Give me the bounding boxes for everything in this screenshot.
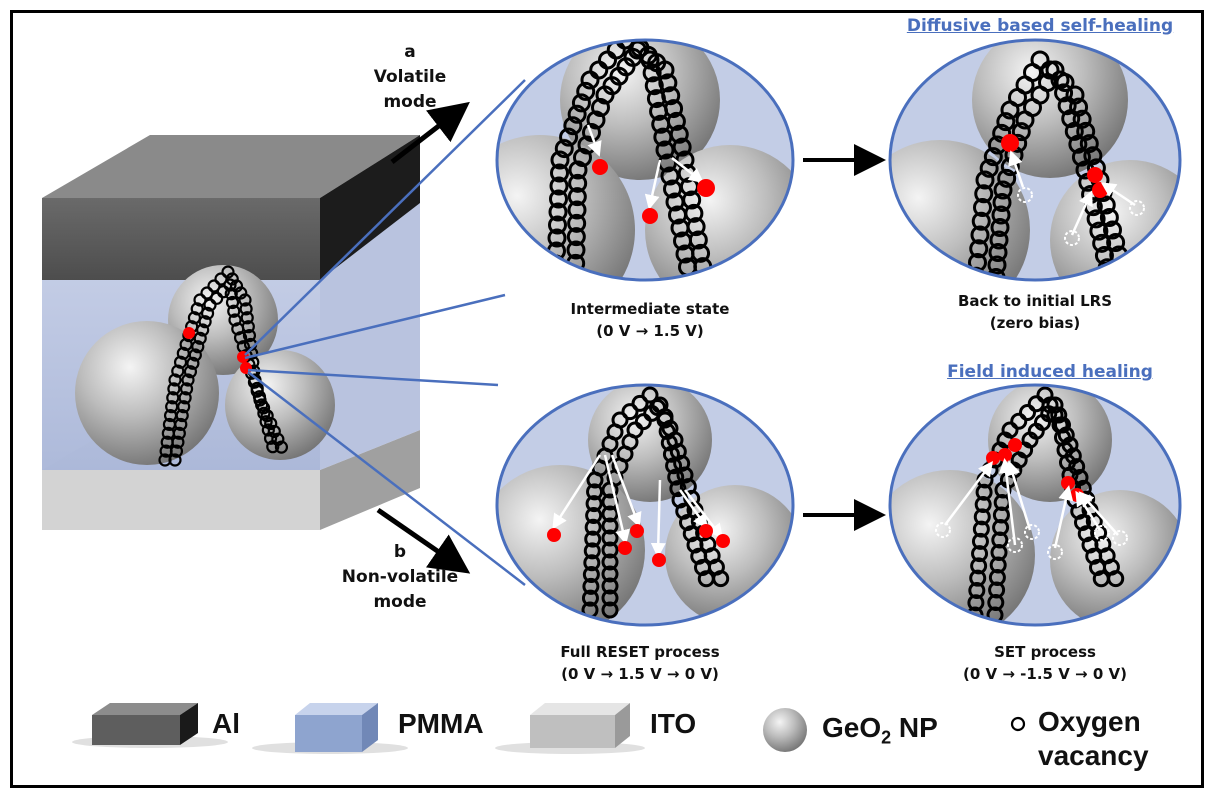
zoom-connectors xyxy=(244,79,526,586)
mode-b-line2: mode xyxy=(373,592,427,612)
mode-a-label: a Volatile mode xyxy=(370,40,450,115)
oxygen-vacancy-icon xyxy=(1010,716,1026,732)
field-healing-title: Field induced healing xyxy=(947,362,1153,382)
caption-intermediate-line1: Intermediate state xyxy=(570,300,730,318)
caption-reset: Full RESET process (0 V → 1.5 V → 0 V) xyxy=(525,641,755,685)
legend-geo2-suffix: NP xyxy=(891,712,938,743)
mode-a-letter: a xyxy=(404,42,416,62)
mode-a-line1: Volatile xyxy=(373,67,447,87)
legend-vacancy-line2: vacancy xyxy=(1038,740,1149,771)
arrow-right-icon xyxy=(390,101,470,164)
mode-b-label: b Non-volatile mode xyxy=(335,540,465,615)
caption-reset-line2: (0 V → 1.5 V → 0 V) xyxy=(561,665,719,683)
nanoparticle-icon xyxy=(763,708,807,752)
legend-swatches xyxy=(72,703,1026,754)
caption-reset-line1: Full RESET process xyxy=(560,643,720,661)
mode-b-line1: Non-volatile xyxy=(341,567,459,587)
device-stack xyxy=(42,135,420,530)
legend-geo2-prefix: GeO xyxy=(822,712,882,743)
legend-geo2-sub: 2 xyxy=(881,727,892,748)
caption-back: Back to initial LRS (zero bias) xyxy=(945,290,1125,334)
legend-geo2: GeO2 NP xyxy=(822,712,938,749)
caption-set-line2: (0 V → -1.5 V → 0 V) xyxy=(963,665,1127,683)
caption-set: SET process (0 V → -1.5 V → 0 V) xyxy=(930,641,1160,685)
zoom-set-process xyxy=(888,383,1182,627)
caption-intermediate: Intermediate state (0 V → 1.5 V) xyxy=(560,298,740,342)
caption-back-line2: (zero bias) xyxy=(989,314,1081,332)
diffusive-healing-title: Diffusive based self-healing xyxy=(906,16,1174,36)
zoom-back-to-lrs xyxy=(888,38,1182,282)
legend-vacancy: Oxygen vacancy xyxy=(1038,705,1149,773)
zoom-intermediate-state xyxy=(495,38,795,282)
legend-vacancy-line1: Oxygen xyxy=(1038,706,1141,737)
mode-a-line2: mode xyxy=(383,92,437,112)
caption-intermediate-line2: (0 V → 1.5 V) xyxy=(596,322,704,340)
caption-back-line1: Back to initial LRS xyxy=(957,292,1112,310)
legend-al: Al xyxy=(212,708,240,739)
arrow-right-icon xyxy=(376,507,471,574)
legend-ito: ITO xyxy=(650,708,697,739)
legend-pmma: PMMA xyxy=(398,708,484,739)
mode-b-letter: b xyxy=(393,542,407,562)
zoom-full-reset xyxy=(495,383,795,627)
caption-set-line1: SET process xyxy=(994,643,1096,661)
